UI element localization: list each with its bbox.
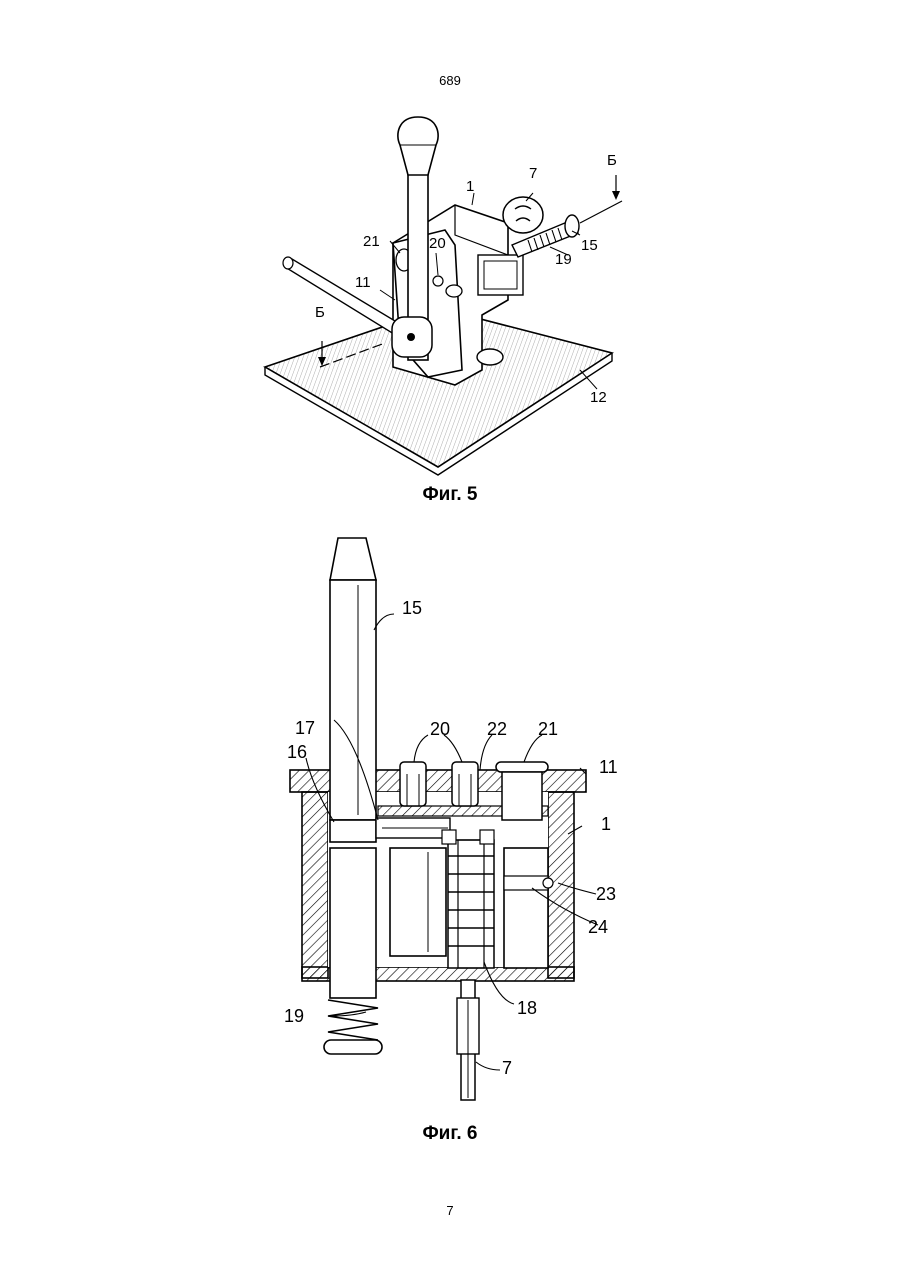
fig6-label-16: 16 bbox=[287, 742, 307, 762]
key-head bbox=[503, 197, 543, 233]
screw-20-right bbox=[452, 762, 478, 806]
page-number-bottom: 7 bbox=[0, 1203, 900, 1218]
fig5-label-15: 15 bbox=[581, 237, 598, 254]
fig5-label-21: 21 bbox=[363, 233, 380, 250]
pin-15 bbox=[330, 538, 376, 580]
fig6-label-7: 7 bbox=[502, 1058, 512, 1078]
fig6-label-18: 18 bbox=[517, 998, 537, 1018]
figure-5-drawing: 7 Б 1 21 20 15 19 11 Б 12 bbox=[250, 105, 650, 485]
figure-6-drawing: 15 17 20 22 21 16 11 1 23 24 19 18 7 bbox=[262, 530, 642, 1110]
fig5-label-11: 11 bbox=[355, 274, 371, 291]
fig5-label-19: 19 bbox=[555, 251, 572, 268]
housing-wall-left bbox=[302, 792, 328, 978]
fig6-label-19: 19 bbox=[284, 1006, 304, 1026]
fig5-label-20: 20 bbox=[429, 235, 446, 252]
block-24 bbox=[504, 848, 548, 968]
fig5-label-7: 7 bbox=[529, 165, 537, 182]
fig6-label-23: 23 bbox=[596, 884, 616, 904]
fig6-label-15: 15 bbox=[402, 598, 422, 618]
fig6-label-21: 21 bbox=[538, 719, 558, 739]
spring-19 bbox=[328, 1000, 378, 1040]
fig6-label-17: 17 bbox=[295, 718, 315, 738]
cap-21 bbox=[496, 762, 548, 772]
fig6-label-20: 20 bbox=[430, 719, 450, 739]
fig5-label-b-top: Б bbox=[607, 152, 617, 169]
page-number-top: 689 bbox=[0, 73, 900, 88]
lever-knob bbox=[398, 117, 438, 175]
fig5-label-12: 12 bbox=[590, 389, 607, 406]
fig6-label-22: 22 bbox=[487, 719, 507, 739]
figure-6-caption: Фиг. 6 bbox=[0, 1123, 900, 1145]
figure-5-caption: Фиг. 5 bbox=[0, 484, 900, 506]
fig5-label-1: 1 bbox=[466, 178, 474, 195]
pivot-rod bbox=[285, 259, 410, 339]
fig6-label-24: 24 bbox=[588, 917, 608, 937]
fig5-label-b-left: Б bbox=[315, 304, 325, 321]
fig6-label-11: 11 bbox=[599, 757, 618, 777]
ratchet-stack bbox=[448, 840, 494, 968]
fig6-label-1: 1 bbox=[601, 814, 611, 834]
screw-20-left bbox=[400, 762, 426, 806]
